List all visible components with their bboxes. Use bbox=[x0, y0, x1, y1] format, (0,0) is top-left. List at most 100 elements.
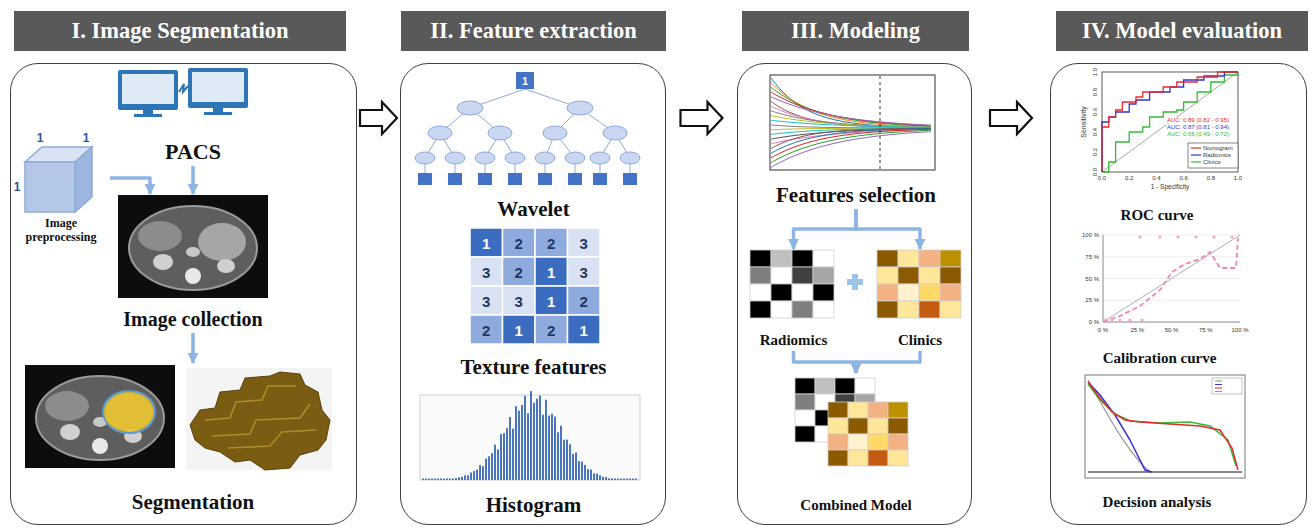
step-caption: Radiomics bbox=[760, 332, 828, 349]
axis-tick: 0 % bbox=[1098, 327, 1108, 333]
histogram-plot-part-part bbox=[428, 479, 430, 481]
wavelet-tree-part bbox=[448, 173, 462, 185]
clinics-matrix bbox=[877, 250, 961, 318]
histogram-plot-part-part bbox=[485, 459, 487, 480]
axis-tick: 0.2 bbox=[1092, 148, 1098, 156]
pacs-icon-part bbox=[118, 70, 178, 110]
pacs-icon-part bbox=[179, 84, 188, 92]
step-caption: PACS bbox=[165, 139, 221, 164]
calibration-plot-part-part bbox=[1230, 235, 1233, 238]
step-item: Radiomics bbox=[746, 249, 841, 351]
step-caption: Image collection bbox=[123, 308, 262, 331]
histogram-plot-part-part bbox=[599, 475, 601, 480]
ct-segmentation-image bbox=[25, 365, 175, 468]
clinics-matrix-part bbox=[919, 284, 940, 301]
histogram-plot-part-part bbox=[527, 413, 529, 480]
stage-header: IV. Model evaluation bbox=[1056, 11, 1308, 51]
histogram-plot-part-part bbox=[539, 396, 541, 480]
matrix-cell: 3 bbox=[482, 293, 490, 308]
radiomics-matrix-part bbox=[813, 267, 834, 284]
lasso-plot-part-part bbox=[771, 132, 931, 168]
wavelet-tree-part bbox=[505, 152, 525, 164]
decision-curve-plot-part bbox=[1088, 384, 1236, 466]
lasso-plot-part-part bbox=[771, 120, 931, 127]
decision-curve-plot bbox=[1085, 375, 1245, 478]
flow-arrow bbox=[794, 351, 857, 373]
combined-matrix-part-part bbox=[835, 378, 855, 394]
texture-grid-part bbox=[535, 286, 568, 315]
step-item: PACS bbox=[121, 66, 265, 166]
matrix-cell: 3 bbox=[482, 264, 490, 279]
radiomics-matrix-part bbox=[750, 284, 771, 301]
axis-tick: 25 % bbox=[1085, 297, 1099, 303]
calibration-plot-part-part bbox=[1194, 235, 1197, 238]
matrix-cell: 2 bbox=[482, 322, 490, 337]
calibration-plot-part-part bbox=[1212, 235, 1215, 238]
tumor-3d-model bbox=[186, 368, 332, 470]
plus-sign bbox=[847, 274, 863, 290]
radiomics-matrix-part bbox=[750, 250, 771, 267]
radiomics-matrix-part bbox=[792, 250, 813, 267]
histogram-plot-part-part bbox=[587, 469, 589, 480]
histogram-plot-part-part bbox=[602, 477, 604, 480]
lasso-plot-part bbox=[771, 78, 931, 167]
lasso-plot-part-part bbox=[771, 97, 931, 125]
ct-image bbox=[118, 195, 268, 298]
histogram-plot-part-part bbox=[521, 405, 523, 480]
roc-plot bbox=[1102, 72, 1238, 172]
histogram-plot-part-part bbox=[509, 417, 511, 480]
wavelet-tree-part bbox=[516, 72, 534, 89]
axis-tick: 0.4 bbox=[1092, 128, 1098, 136]
decision-curve-plot-part bbox=[1212, 378, 1242, 394]
calibration-plot-part-part bbox=[1176, 235, 1179, 238]
clinics-matrix-part bbox=[877, 267, 898, 284]
wavelet-tree-part bbox=[567, 101, 593, 115]
roc-plot-part bbox=[1102, 72, 1238, 172]
matrix-cell: 3 bbox=[580, 264, 588, 279]
calibration-plot-part-part bbox=[1118, 318, 1121, 321]
clinics-matrix-part bbox=[919, 301, 940, 318]
legend-entry: Clinics bbox=[1203, 159, 1221, 165]
step-caption: Decision analysis bbox=[1103, 494, 1212, 511]
dimension-number: 1 bbox=[83, 132, 90, 144]
step-caption: Features selection bbox=[776, 183, 936, 207]
histogram-plot-part-part bbox=[503, 433, 505, 480]
stage-header: I. Image Segmentation bbox=[14, 11, 346, 51]
step-caption: Combined Model bbox=[800, 497, 911, 514]
histogram-plot-part-part bbox=[581, 462, 583, 480]
axis-tick: 0.4 bbox=[1152, 175, 1160, 181]
texture-grid-part bbox=[470, 257, 503, 286]
auc-value: AUC: 0.89 (0.82 - 0.95) bbox=[1166, 117, 1230, 123]
calibration-plot-part-part bbox=[1102, 318, 1105, 321]
roc-plot-part bbox=[1188, 143, 1238, 168]
wavelet-tree-part bbox=[488, 126, 512, 140]
step-caption: Image preprocessing bbox=[16, 217, 106, 245]
combined-matrix-part-part bbox=[868, 418, 888, 434]
histogram-plot bbox=[420, 391, 640, 480]
stage-panel: II. Feature extractionWaveletTexture fea… bbox=[400, 63, 666, 525]
combined-matrix-part-part bbox=[848, 402, 868, 418]
combined-matrix-part-part bbox=[888, 434, 908, 450]
axis-tick: 50 % bbox=[1085, 276, 1099, 282]
combined-matrix-part bbox=[795, 378, 875, 442]
stage-arrow bbox=[990, 102, 1032, 134]
clinics-matrix-part bbox=[898, 250, 919, 267]
combined-matrix-part-part bbox=[828, 434, 848, 450]
histogram-plot-part-part bbox=[566, 440, 568, 480]
step-caption: Segmentation bbox=[132, 490, 255, 514]
roc-plot-part-part bbox=[1191, 154, 1201, 155]
roc-plot-part-part bbox=[1102, 72, 1238, 172]
histogram-plot-part-part bbox=[497, 450, 499, 480]
histogram-plot-part-part bbox=[617, 479, 619, 481]
histogram-plot-part-part bbox=[458, 477, 460, 480]
histogram-plot-part-part bbox=[437, 479, 439, 481]
stage-header: II. Feature extraction bbox=[401, 11, 666, 51]
texture-grid bbox=[470, 228, 600, 344]
texture-grid-part bbox=[503, 228, 536, 257]
tumor-3d-model-part bbox=[205, 386, 316, 448]
step-item: Image preprocessing bbox=[12, 139, 110, 247]
axis-tick: 0.8 bbox=[1207, 175, 1215, 181]
wavelet-tree-part bbox=[603, 126, 627, 140]
texture-grid-part bbox=[503, 315, 536, 344]
